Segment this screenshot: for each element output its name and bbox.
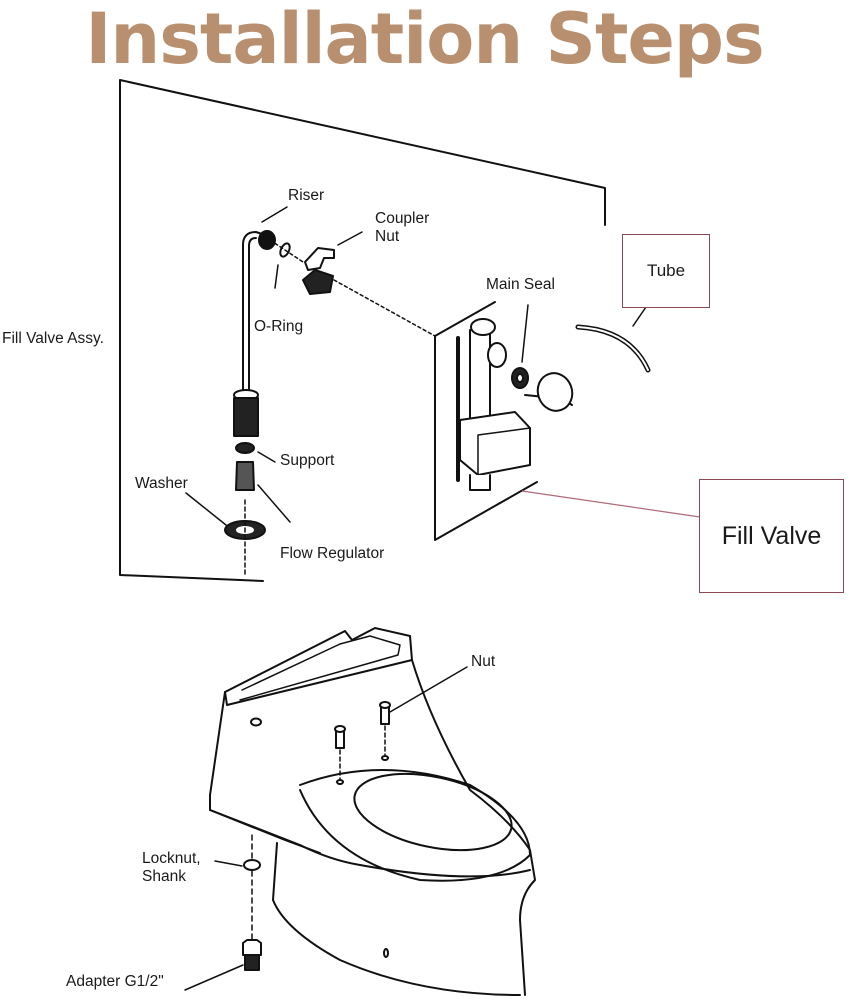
- label-adapter: Adapter G1/2": [66, 973, 164, 990]
- label-flow-regulator: Flow Regulator: [280, 545, 385, 562]
- coupler-nut-part: [304, 247, 335, 271]
- label-riser: Riser: [288, 187, 325, 204]
- callout-fill-valve-text: Fill Valve: [721, 521, 822, 550]
- page-title: Installation Steps: [85, 0, 764, 80]
- label-washer: Washer: [135, 475, 188, 492]
- toilet-bowl-opening: [353, 772, 513, 852]
- label-support: Support: [280, 452, 335, 469]
- label-nut: Nut: [471, 653, 496, 670]
- label-main-seal: Main Seal: [486, 276, 555, 293]
- fill-valve-wall: [434, 301, 538, 541]
- fill-valve-tower: [469, 329, 491, 421]
- adapter-part: [242, 939, 262, 956]
- toilet-nut-right: [380, 706, 390, 725]
- label-o-ring: O-Ring: [254, 318, 304, 335]
- label-fill-valve-assy: Fill Valve Assy.: [2, 330, 104, 347]
- riser-tube: [242, 231, 263, 391]
- label-locknut-shank: Locknut, Shank: [142, 850, 201, 885]
- callout-tube: Tube: [622, 234, 710, 308]
- support-part: [235, 442, 255, 454]
- coupler-part: [302, 269, 334, 295]
- toilet-drawing: [184, 627, 536, 996]
- callout-fill-valve: Fill Valve: [699, 479, 844, 593]
- riser-nut: [258, 230, 276, 250]
- riser-body: [233, 397, 259, 437]
- wall-panel: [119, 79, 606, 582]
- label-coupler-nut: Coupler Nut: [375, 210, 430, 245]
- callout-tube-text: Tube: [646, 261, 686, 280]
- toilet-tank-top: [224, 627, 413, 706]
- toilet-bowl-rim: [299, 769, 531, 882]
- locknut-part: [243, 859, 261, 871]
- toilet-nut-left: [335, 730, 345, 749]
- fill-valve-callout-line: [521, 490, 701, 518]
- fill-valve-float-box: [459, 411, 531, 476]
- tube-part: [575, 324, 651, 373]
- flow-regulator-part: [235, 461, 255, 491]
- dashed-connection-line: [269, 239, 436, 337]
- toilet-body: [209, 691, 321, 854]
